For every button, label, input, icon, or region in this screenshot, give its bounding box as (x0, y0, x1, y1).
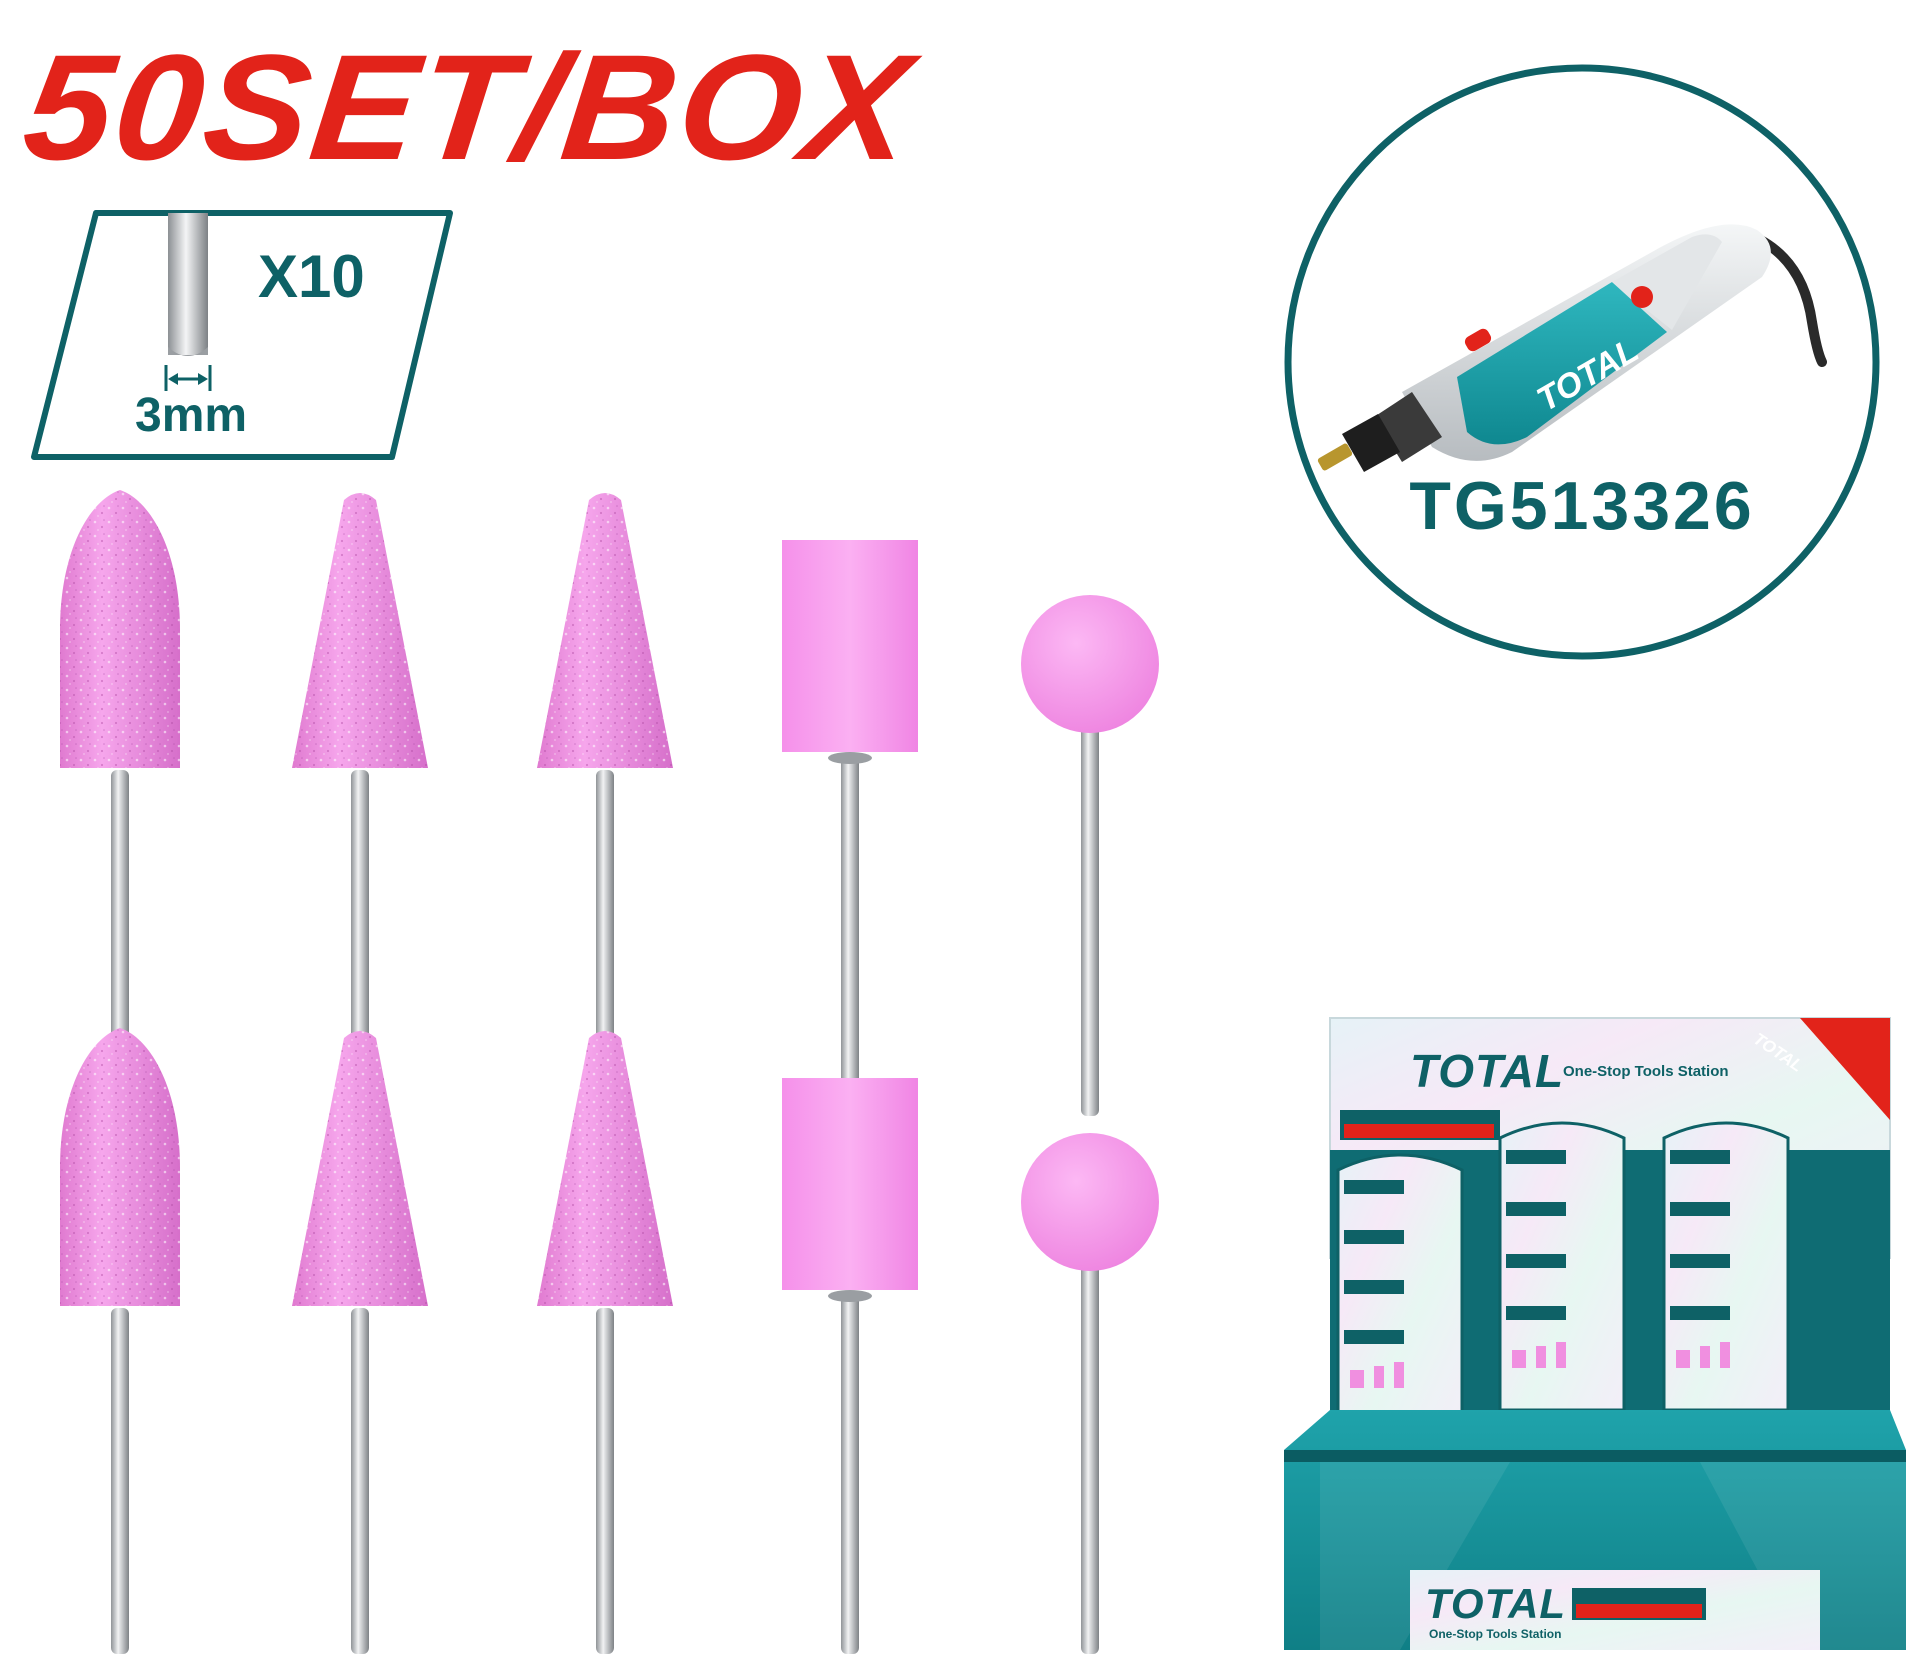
display-box-image (1284, 1017, 1906, 1650)
bullet-stone (60, 490, 180, 1116)
rotary-tool-image: TOTAL (1317, 224, 1827, 472)
shank-size-label: 3mm (135, 389, 248, 442)
tool-model-number: TG513326 (1409, 468, 1755, 544)
ball-stone (1021, 595, 1159, 1116)
cone-stone (537, 493, 673, 1116)
quantity-label: X10 (258, 243, 365, 310)
cone-stone (537, 1031, 673, 1654)
compatible-tool-badge: TOTAL (1284, 64, 1880, 660)
shank-diameter-icon (164, 213, 212, 391)
headline: 50SET/BOX (16, 23, 921, 191)
box-front-brand-logo: TOTAL (1425, 1580, 1567, 1627)
cone-stone (292, 1031, 428, 1654)
bullet-stone (60, 1028, 180, 1654)
blister-cards (1336, 1121, 1790, 1432)
box-tagline: One-Stop Tools Station (1563, 1063, 1729, 1080)
cylinder-stone (782, 540, 918, 1116)
box-brand-logo: TOTAL (1410, 1045, 1565, 1097)
stones-row-1 (60, 490, 1159, 1116)
grinding-stones-grid (60, 490, 1159, 1654)
spec-badge (31, 210, 453, 460)
ball-stone (1021, 1133, 1159, 1654)
cone-stone (292, 493, 428, 1116)
box-front-tagline: One-Stop Tools Station (1429, 1627, 1562, 1641)
stones-row-2 (60, 1028, 1159, 1654)
cylinder-stone (782, 1078, 918, 1654)
